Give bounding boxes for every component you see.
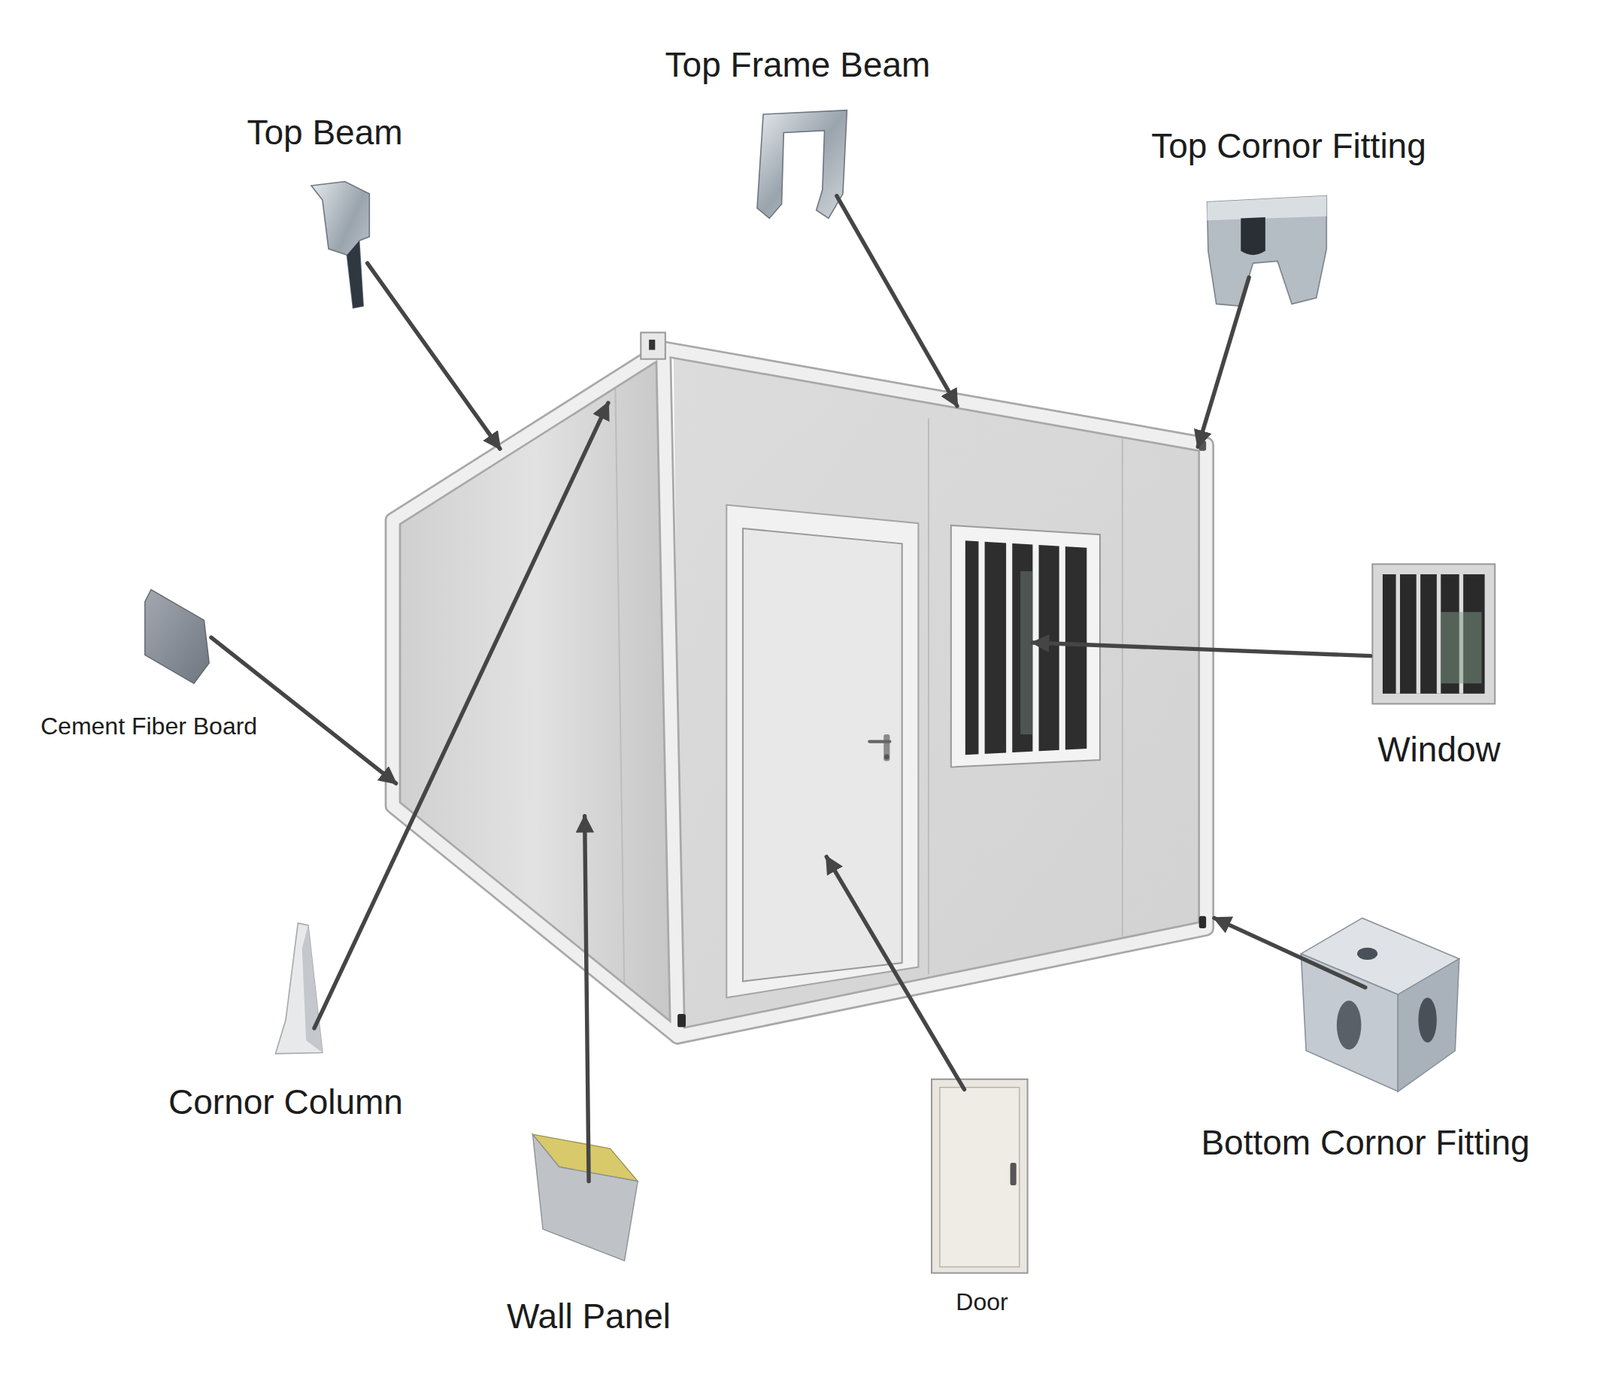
fitting-hole <box>648 339 655 351</box>
frame-outline <box>393 348 1207 1037</box>
top-corner-fitting-part <box>1207 196 1328 222</box>
front-wall <box>673 357 1200 1031</box>
part-label: Bottom Cornor Fitting <box>1200 1123 1530 1164</box>
fitting-hole <box>1240 217 1266 255</box>
cement-board-part <box>145 589 210 684</box>
corner-fitting <box>640 332 666 359</box>
frame-outline <box>393 348 1207 1037</box>
wall-panel-part <box>532 1134 638 1261</box>
fitting-hole <box>1336 1000 1362 1050</box>
top-beam-part <box>311 181 370 309</box>
window-part <box>1372 563 1495 704</box>
corner-column-part <box>275 923 322 1055</box>
window-bar <box>1059 545 1066 752</box>
fitting-hole <box>677 1014 686 1028</box>
window-reflection <box>1020 571 1033 735</box>
panel-seam <box>927 418 930 975</box>
leader-arrow <box>314 403 609 1029</box>
part-label: Top Cornor Fitting <box>1151 126 1427 167</box>
leader-arrow <box>367 263 500 449</box>
door-handle <box>869 740 890 744</box>
part-label: Door <box>955 1288 1008 1317</box>
steel-frame <box>393 348 1207 1037</box>
leader-arrow <box>211 637 397 784</box>
window-bar <box>1032 543 1039 753</box>
window-reflection <box>1440 612 1482 684</box>
fitting-hole <box>1357 948 1378 961</box>
leader-arrow <box>1032 642 1370 657</box>
top-corner-fitting-part <box>1207 196 1328 307</box>
door-leaf <box>742 528 903 982</box>
window-glass <box>965 540 1088 755</box>
panel-seam <box>1121 436 1124 937</box>
door-part <box>931 1079 1028 1274</box>
top-frame-beam-part <box>757 110 847 219</box>
leader-arrow <box>1214 918 1366 988</box>
door-frame <box>726 505 919 998</box>
fitting-hole <box>1199 916 1207 929</box>
part-label: Window <box>1377 730 1501 770</box>
bottom-corner-fitting-part <box>1300 954 1398 1092</box>
corner-column-part <box>302 925 323 1054</box>
part-label: Top Frame Beam <box>665 45 931 85</box>
side-wall <box>393 348 676 1039</box>
leader-arrow <box>584 816 589 1182</box>
part-label: Cement Fiber Board <box>40 712 258 741</box>
leader-arrow <box>1197 277 1249 447</box>
window-bars <box>981 540 1063 755</box>
window-bar <box>1416 574 1421 694</box>
panel-seam <box>615 385 625 998</box>
top-beam-part <box>346 240 364 309</box>
leader-arrow <box>826 857 964 1090</box>
window-part-glass <box>1382 574 1485 694</box>
window-bar <box>1396 574 1400 694</box>
frame-outline <box>663 348 678 1037</box>
door-part-leaf <box>939 1087 1020 1268</box>
window-bar <box>978 540 985 755</box>
door-handle <box>1010 1163 1017 1186</box>
part-label: Wall Panel <box>506 1296 671 1337</box>
window-bar <box>1436 574 1441 694</box>
window-bar <box>1006 542 1013 755</box>
bottom-corner-fitting-part <box>1397 959 1459 1092</box>
fitting-hole <box>1418 997 1437 1043</box>
frame-beam <box>393 348 1207 1037</box>
door-lock <box>884 754 890 761</box>
part-label: Top Beam <box>246 112 403 153</box>
door-handle-plate <box>883 734 890 761</box>
leader-arrows <box>211 196 1371 1182</box>
corner-post <box>663 348 678 1037</box>
leader-arrow <box>836 196 958 407</box>
part-label: Cornor Column <box>168 1082 404 1123</box>
